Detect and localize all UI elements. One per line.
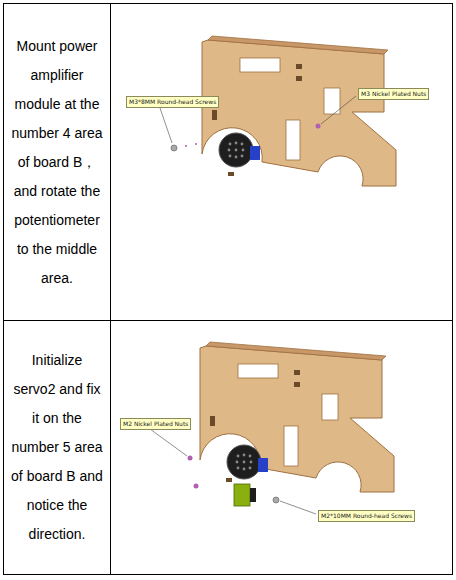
board-b	[160, 36, 396, 186]
part-callout: M3*8MM Round-head Screws	[126, 96, 219, 108]
table-cell: Initialize servo2 and fix it on the numb…	[4, 321, 110, 574]
part-callout: M3 Nickel Plated Nuts	[358, 88, 429, 100]
table-border	[4, 4, 453, 575]
table-divider	[4, 320, 453, 321]
callout-text: M2*10MM Round-head Screws	[321, 512, 412, 519]
part-callout: M2 Nickel Plated Nuts	[120, 418, 191, 430]
callout-text: M2 Nickel Plated Nuts	[123, 420, 188, 427]
callout-text: M3 Nickel Plated Nuts	[361, 90, 426, 97]
table-cell: Mount power amplifier module at the numb…	[4, 4, 110, 320]
instruction-text: Mount power amplifier module at the numb…	[9, 32, 105, 293]
table-divider	[110, 4, 111, 575]
part-callout: M2*10MM Round-head Screws	[318, 510, 415, 522]
callout-text: M3*8MM Round-head Screws	[129, 98, 216, 105]
instruction-text: Initialize servo2 and fix it on the numb…	[9, 346, 105, 549]
